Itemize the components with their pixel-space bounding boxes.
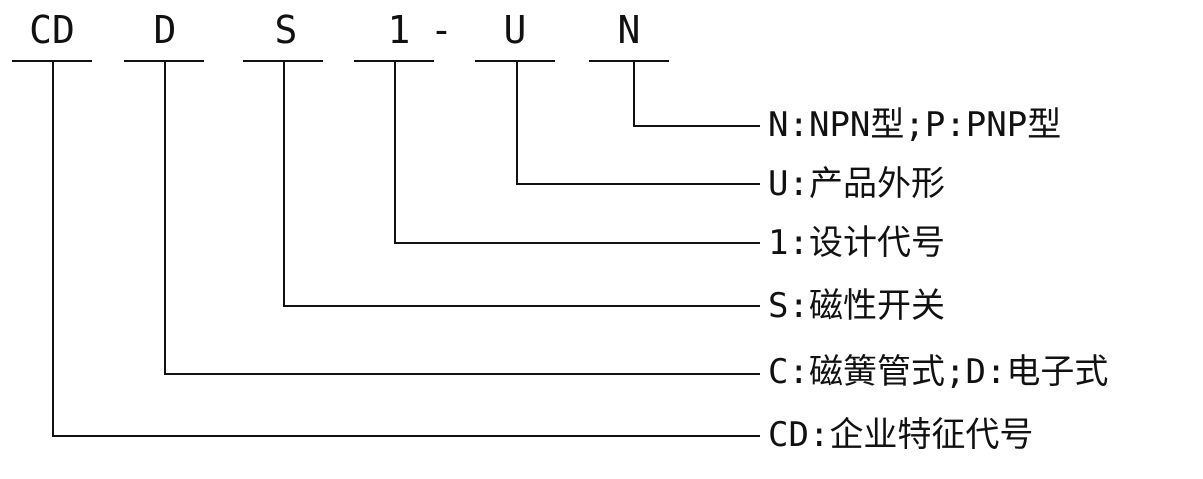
- legend-separator: :: [788, 286, 809, 326]
- connector-vertical-cd: [52, 61, 54, 437]
- underline-u: [475, 60, 555, 62]
- code-segment-d: D: [153, 8, 177, 52]
- legend-item-u: U:产品外形: [768, 164, 945, 204]
- legend-key: N: [768, 105, 789, 145]
- connector-horizontal-cd: [52, 435, 760, 437]
- code-segment-u: U: [503, 8, 527, 52]
- code-dash: -: [430, 8, 453, 52]
- connector-vertical-u: [516, 61, 518, 185]
- legend-item-c: C:磁簧管式;D:电子式: [768, 352, 1108, 392]
- legend-key: 1: [768, 223, 789, 263]
- connector-horizontal-d: [164, 373, 760, 375]
- code-segment-s: S: [274, 8, 298, 52]
- legend-separator: :: [808, 415, 830, 455]
- connector-vertical-n: [633, 61, 635, 127]
- legend-separator: :: [788, 164, 809, 204]
- legend-item-cd: CD:企业特征代号: [768, 415, 1033, 455]
- legend-item-1: 1:设计代号: [768, 223, 945, 263]
- legend-text: NPN型;P:PNP型: [808, 105, 1062, 145]
- legend-key: U: [768, 164, 789, 204]
- underline-n: [589, 60, 669, 62]
- connector-horizontal-s: [283, 305, 760, 307]
- connector-horizontal-n: [633, 125, 760, 127]
- legend-item-n: N:NPN型;P:PNP型: [768, 105, 1061, 145]
- connector-horizontal-1: [394, 242, 760, 244]
- code-segment-1: 1: [387, 8, 411, 52]
- legend-separator: :: [788, 223, 809, 263]
- connector-horizontal-u: [516, 183, 760, 185]
- connector-vertical-s: [283, 61, 285, 307]
- legend-separator: :: [788, 105, 809, 145]
- legend-text: 磁簧管式;D:电子式: [808, 352, 1109, 392]
- legend-text: 磁性开关: [808, 286, 945, 326]
- connector-vertical-1: [394, 61, 396, 244]
- legend-separator: :: [788, 352, 809, 392]
- legend-text: 设计代号: [808, 223, 945, 263]
- code-segment-cd: CD: [29, 8, 75, 52]
- legend-key: CD: [768, 415, 809, 455]
- legend-text: 产品外形: [808, 164, 945, 204]
- legend-text: 企业特征代号: [829, 415, 1034, 455]
- code-segment-n: N: [617, 8, 641, 52]
- legend-item-s: S:磁性开关: [768, 286, 945, 326]
- connector-vertical-d: [164, 61, 166, 375]
- legend-key: S: [768, 286, 789, 326]
- legend-key: C: [768, 352, 789, 392]
